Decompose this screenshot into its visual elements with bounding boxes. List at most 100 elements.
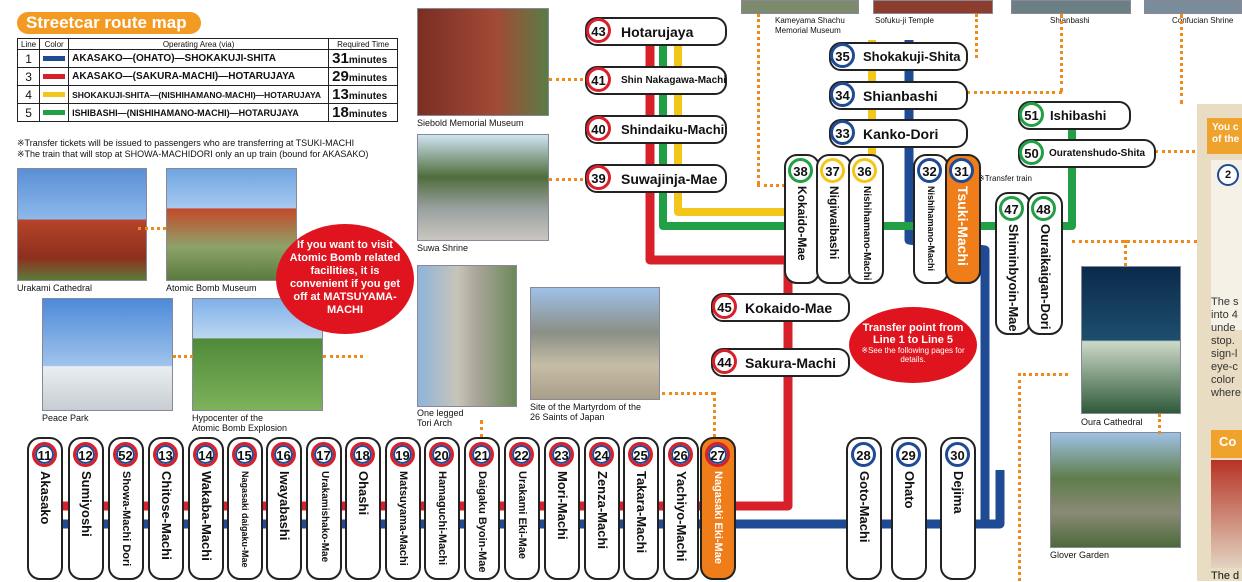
caption-glover: Glover Garden [1050,550,1110,560]
photo-peace-park [42,298,173,411]
callout-atomic-bomb: If you want to visit Atomic Bomb related… [276,224,414,334]
connector [480,420,483,438]
caption-martyrdom: Site of the Martyrdom of the 26 Saints o… [530,402,642,422]
station-shianbashi[interactable]: 34 Shianbashi [829,81,968,110]
station-number: 19 [390,442,415,467]
station-sakura-machi[interactable]: 44 Sakura-Machi [711,348,850,377]
station-name: Nagasaki Eki-Mae [712,471,724,564]
station-name: Shindaiku-Machi [621,122,725,137]
station-name: Hotarujaya [621,24,694,40]
connector [138,227,166,230]
connector [1124,240,1127,266]
transfer-train-note: ※Transfer train [978,174,1032,183]
station-nishihamano-machi-32[interactable]: 32 Nishihamano-Machi [913,154,949,284]
route-row: 1 AKASAKO—(OHATO)—SHOKAKUJI-SHITA 31minu… [16,49,399,68]
route-table: Line Color Operating Area (via) Required… [16,38,399,122]
route-time: 18minutes [328,103,399,122]
callout-transfer-main: Transfer point from Line 1 to Line 5 [862,322,964,346]
station-name: Kokaido-Mae [795,186,809,261]
callout-transfer: Transfer point from Line 1 to Line 5 ※Se… [849,307,977,383]
station-name: Kanko-Dori [863,126,939,142]
station-tsuki-machi[interactable]: 31 Tsuki-Machi [945,154,981,284]
color-swatch [43,109,66,115]
photo-confucian [1144,0,1242,14]
route-time: 13minutes [328,85,399,104]
station-number: 26 [668,442,693,467]
connector [662,392,714,395]
station-ouraikaigan-dori[interactable]: 48 Ouraikaigan-Dori [1027,192,1063,335]
station-shindaiku-machi[interactable]: 40 Shindaiku-Machi [585,115,727,144]
station-number: 17 [311,442,336,467]
station-number: 16 [271,442,296,467]
route-line: 5 [16,103,41,122]
station-ishibashi[interactable]: 51 Ishibashi [1018,101,1131,130]
station-number: 51 [1019,102,1044,127]
panel-header: You c of the [1207,118,1242,154]
station-number: 37 [820,158,845,183]
station-number: 52 [113,442,138,467]
station-kokaido-mae-38[interactable]: 38 Kokaido-Mae [784,154,820,284]
connector [173,355,193,358]
station-number: 22 [509,442,534,467]
station-number: 30 [945,442,970,467]
station-name: Akasako [38,471,53,525]
station-number: 20 [429,442,454,467]
station-name: Nagasaki daigaku-Mae [240,471,250,568]
photo-martyrdom-site [530,287,660,400]
caption-peace-park: Peace Park [42,413,89,423]
station-kanko-dori[interactable]: 33 Kanko-Dori [829,119,968,148]
station-name: Chitose-Machi [159,471,174,560]
station-name: Sumiyoshi [79,471,94,537]
station-number: 45 [712,294,737,319]
panel-body-text: The s into 4 unde stop. sign-l eye-c col… [1211,296,1241,399]
station-name: Matsuyama-Machi [397,471,409,566]
station-number: 29 [896,442,921,467]
station-name: Zenza-Machi [595,471,610,550]
panel-bottom-text: The d [1211,570,1240,582]
station-number: 32 [917,158,942,183]
station-name: Hamaguchi-Machi [436,471,448,566]
station-kokaido-mae-45[interactable]: 45 Kokaido-Mae [711,293,850,322]
photo-kameyama [741,0,859,14]
time-unit: minutes [348,55,388,66]
connector [967,91,1062,94]
station-suwajinja-mae[interactable]: 39 Suwajinja-Mae [585,164,727,193]
station-number: 47 [999,196,1024,221]
station-shokakuji-shita[interactable]: 35 Shokakuji-Shita [829,42,968,71]
station-name: Kokaido-Mae [745,300,833,316]
station-nigiwaibashi[interactable]: 37 Nigiwaibashi [816,154,852,284]
color-swatch [43,55,66,61]
caption-tori: One legged Tori Arch [417,408,464,428]
station-ouratenshudo-shita[interactable]: 50 Ouratenshudo-Shita [1018,139,1156,168]
station-number: 48 [1031,196,1056,221]
station-name: Urakami Eki-Mae [516,471,528,560]
station-shiminbyoin-mae[interactable]: 47 Shiminbyoin-Mae [995,192,1031,335]
station-shin-nakagawa-machi[interactable]: 41 Shin Nakagawa-Machi [585,66,727,95]
station-number: 18 [350,442,375,467]
station-nishihamano-machi-36[interactable]: 36 Nishihamano-Machi [848,154,884,284]
time-unit: minutes [348,73,388,84]
station-hotarujaya[interactable]: 43 Hotarujaya [585,17,727,46]
caption-shianbashi: Shianbashi [1050,16,1090,25]
